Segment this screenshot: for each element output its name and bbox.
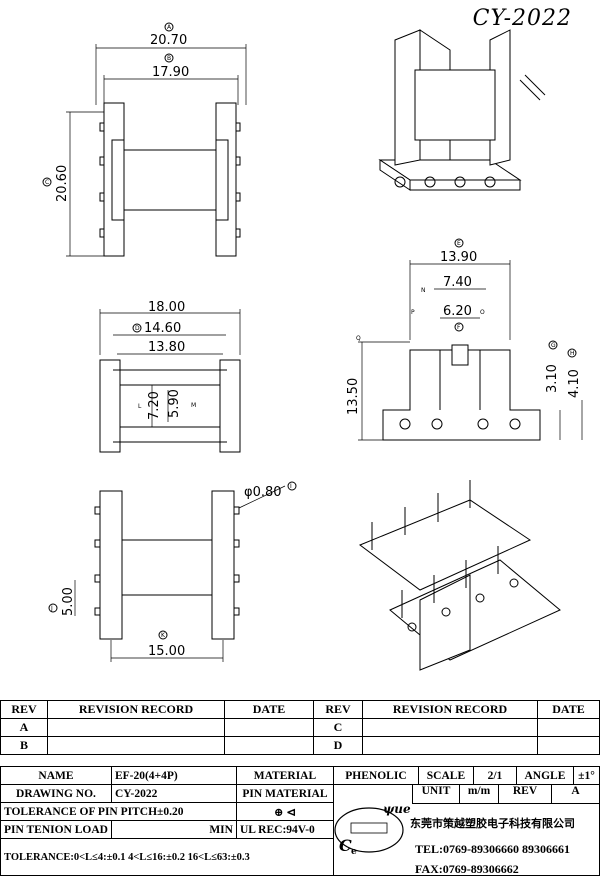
circle-label: N bbox=[421, 287, 426, 294]
dim-top-height: 20.60 bbox=[55, 165, 70, 202]
logo-sub: e bbox=[351, 847, 357, 857]
dim-pin-dia: φ0.80 bbox=[244, 485, 282, 500]
dim-side-h-small2: 4.10 bbox=[567, 369, 582, 398]
circle-label: D bbox=[135, 325, 140, 332]
name-value: EF-20(4+4P) bbox=[110, 766, 237, 785]
front-view: 18.00 14.60 13.80 7.20 5.90 bbox=[99, 300, 241, 453]
record-cell bbox=[362, 736, 538, 755]
revision-record-header-2: REVISION RECORD bbox=[362, 700, 538, 719]
dim-side-height: 13.50 bbox=[346, 378, 361, 415]
company-name: 东莞市策越塑胶电子科技有限公司 bbox=[410, 817, 575, 830]
unit-value: m/m bbox=[459, 785, 498, 803]
circle-label: Q bbox=[356, 335, 361, 342]
rev-cell: D bbox=[313, 736, 363, 755]
rev-cell: B bbox=[0, 736, 48, 755]
circle-label: L bbox=[138, 403, 142, 410]
record-cell bbox=[362, 718, 538, 737]
drawing-no-label: DRAWING NO. bbox=[0, 784, 112, 803]
circle-label: I bbox=[290, 483, 292, 490]
circle-label: H bbox=[570, 350, 575, 357]
revision-row: A C bbox=[0, 718, 600, 737]
date-header: DATE bbox=[224, 700, 314, 719]
revision-row: B D bbox=[0, 736, 600, 755]
record-cell bbox=[47, 718, 225, 737]
circle-label: O bbox=[480, 309, 485, 316]
technical-drawing: 20.70 17.90 20.60 bbox=[42, 22, 583, 671]
rev-value: A bbox=[551, 785, 600, 803]
scale-value: 2/1 bbox=[472, 766, 517, 785]
top-view: 20.70 17.90 20.60 bbox=[42, 22, 247, 257]
ul-rec: UL REC:94V-0 bbox=[235, 820, 334, 839]
dim-front-height-b: 5.90 bbox=[167, 389, 182, 418]
logo-letter: C bbox=[339, 836, 352, 855]
rev-label: REV bbox=[498, 785, 551, 803]
dim-pin-pitch: 5.00 bbox=[61, 587, 76, 616]
iso-view-top bbox=[378, 29, 546, 191]
circle-label: P bbox=[411, 309, 415, 316]
rev-header-2: REV bbox=[313, 700, 363, 719]
iso-view-bottom bbox=[358, 480, 561, 671]
circle-label: B bbox=[167, 55, 171, 62]
rev-cell: A bbox=[0, 718, 48, 737]
dim-front-height-a: 7.20 bbox=[147, 391, 162, 420]
record-cell bbox=[47, 736, 225, 755]
dim-side-width-inner: 6.20 bbox=[443, 304, 472, 319]
scale-label: SCALE bbox=[417, 766, 474, 785]
date-cell bbox=[537, 736, 600, 755]
dim-side-h-small: 3.10 bbox=[545, 364, 560, 393]
dim-front-width-inner: 13.80 bbox=[148, 340, 185, 355]
dim-top-width-inner: 17.90 bbox=[152, 65, 189, 80]
dim-bottom-width: 15.00 bbox=[148, 644, 185, 659]
dim-side-width: 13.90 bbox=[440, 250, 477, 265]
pin-material-label: PIN MATERIAL bbox=[235, 784, 334, 803]
side-view: 13.90 7.40 6.20 13.50 3.10 4.10 bbox=[346, 238, 583, 441]
dim-front-width: 18.00 bbox=[148, 300, 185, 315]
rev-cell: C bbox=[313, 718, 363, 737]
date-cell bbox=[537, 718, 600, 737]
material-value: PHENOLIC bbox=[332, 766, 419, 785]
date-header-2: DATE bbox=[537, 700, 600, 719]
circle-label: E bbox=[457, 240, 461, 247]
pin-tension: PIN TENION LOAD bbox=[0, 820, 112, 839]
bottom-view: φ0.80 5.00 15.00 bbox=[48, 481, 297, 662]
circle-label: J bbox=[50, 605, 53, 612]
angle-label: ANGLE bbox=[515, 766, 574, 785]
company-fax: FAX:0769-89306662 bbox=[415, 862, 519, 876]
circle-label: F bbox=[457, 324, 461, 331]
model-title: CY-2022 bbox=[472, 6, 572, 31]
revision-table: REV REVISION RECORD DATE REV REVISION RE… bbox=[0, 700, 600, 755]
pin-material-value: ⊕ ⊲ bbox=[235, 802, 334, 821]
revision-record-header: REVISION RECORD bbox=[47, 700, 225, 719]
material-label: MATERIAL bbox=[235, 766, 334, 785]
date-cell bbox=[224, 736, 314, 755]
name-label: NAME bbox=[0, 766, 112, 785]
dim-top-width-outer: 20.70 bbox=[150, 33, 187, 48]
circle-label: G bbox=[551, 342, 556, 349]
tolerance-row: TOLERANCE:0<L≤4:±0.1 4<L≤16:±0.2 16<L≤63… bbox=[0, 838, 334, 876]
rev-header: REV bbox=[0, 700, 48, 719]
min-label: MIN bbox=[110, 820, 237, 839]
pitch-tolerance: TOLERANCE OF PIN PITCH±0.20 bbox=[0, 802, 237, 821]
angle-value: ±1° bbox=[572, 766, 600, 785]
unit-label: UNIT bbox=[412, 785, 459, 803]
circle-label: C bbox=[45, 179, 49, 186]
circle-label: M bbox=[191, 402, 196, 409]
drawing-no-value: CY-2022 bbox=[110, 784, 237, 803]
logo-yue: ψue bbox=[383, 802, 411, 816]
dim-side-width-mid: 7.40 bbox=[443, 275, 472, 290]
company-tel: TEL:0769-89306660 89306661 bbox=[415, 842, 571, 856]
revision-header-row: REV REVISION RECORD DATE REV REVISION RE… bbox=[0, 700, 600, 719]
dim-front-width-mid: 14.60 bbox=[144, 321, 181, 336]
date-cell bbox=[224, 718, 314, 737]
company-logo-icon: C e ψue bbox=[334, 802, 411, 857]
circle-label: K bbox=[161, 632, 166, 639]
circle-label: A bbox=[167, 24, 172, 31]
